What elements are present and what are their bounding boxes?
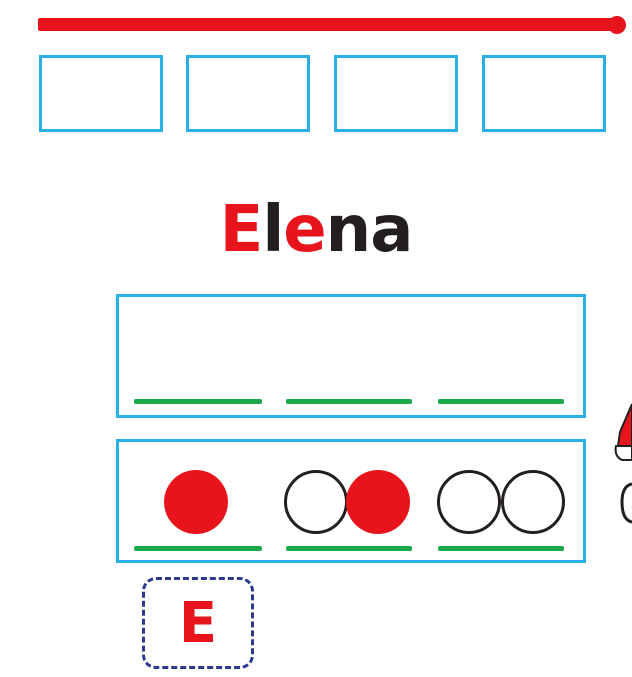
answer-box-3[interactable] (334, 55, 458, 132)
writing-line-3 (438, 399, 564, 404)
syllable-2-circle-2 (346, 470, 410, 534)
syllable-3-circle-2 (501, 470, 565, 534)
writing-line-2 (286, 399, 412, 404)
syllable-3-circle-1 (437, 470, 501, 534)
name-letter-5: a (370, 193, 413, 267)
syllable-line-1 (134, 546, 262, 551)
top-red-line (38, 18, 616, 31)
answer-box-1[interactable] (39, 55, 163, 132)
letter-tile[interactable]: E (142, 577, 254, 669)
name-letter-1: E (219, 193, 264, 267)
name-title: Elena (0, 190, 632, 270)
writing-line-1 (134, 399, 262, 404)
syllable-panel (116, 439, 586, 563)
name-letter-4: n (325, 193, 372, 267)
figure-edge-illustration (614, 403, 632, 524)
top-line-dot (608, 16, 626, 34)
writing-panel[interactable] (116, 294, 586, 418)
syllable-2-circle-1 (284, 470, 348, 534)
syllable-1-circle-1 (164, 470, 228, 534)
syllable-line-3 (438, 546, 564, 551)
answer-box-4[interactable] (482, 55, 606, 132)
name-letter-3: e (283, 193, 326, 267)
answer-box-2[interactable] (186, 55, 310, 132)
name-letter-2: l (262, 193, 284, 267)
syllable-line-2 (286, 546, 412, 551)
